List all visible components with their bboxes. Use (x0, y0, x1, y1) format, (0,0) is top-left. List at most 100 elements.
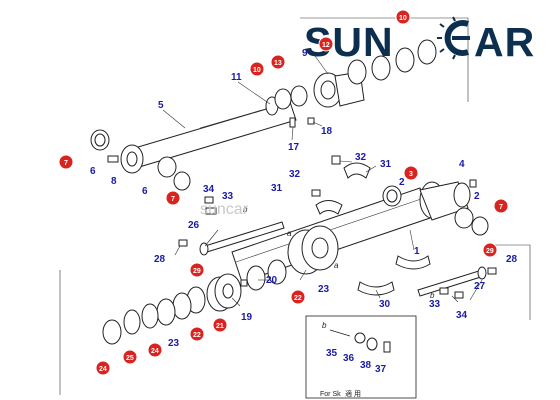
svg-text:22: 22 (294, 295, 302, 302)
fitting-8 (107, 155, 119, 163)
washer-33-left (204, 196, 214, 204)
svg-text:12: 12 (322, 42, 330, 49)
label-36: 36 (343, 353, 355, 364)
svg-text:21: 21 (216, 323, 224, 330)
label-2-right: 2 (474, 191, 480, 202)
badge-12: 12 (318, 36, 334, 52)
dust-seal-7 (173, 171, 191, 191)
inset-callout-b: b (322, 321, 327, 330)
bolt-34-right (454, 291, 464, 299)
suncar-logo: SUN AR (304, 16, 535, 65)
badge-21: 21 (212, 317, 228, 333)
label-35: 35 (326, 348, 338, 359)
ring-25 (123, 309, 141, 335)
svg-text:29: 29 (193, 268, 201, 275)
fitting-4 (469, 179, 477, 188)
inset-detail-box: b 適 用 (305, 315, 417, 399)
logo-text-ar: AR (474, 19, 535, 65)
ring-24-mid (141, 303, 159, 329)
bolt-17 (289, 117, 296, 128)
label-31-upper: 31 (380, 159, 392, 170)
pipe-27 (417, 266, 487, 297)
label-8: 8 (111, 176, 117, 187)
svg-text:29: 29 (486, 248, 494, 255)
label-28-left: 28 (154, 254, 166, 265)
label-26: 26 (188, 220, 200, 231)
screw-19b (240, 279, 248, 287)
seal-10-lower (274, 88, 292, 110)
label-34-left: 34 (203, 184, 215, 195)
bolt-32-upper (331, 155, 341, 165)
label-5: 5 (158, 100, 164, 111)
label-38: 38 (360, 360, 372, 371)
label-33-left: 33 (222, 191, 234, 202)
leader-lines (162, 55, 483, 307)
label-27: 27 (474, 281, 486, 292)
label-9: 9 (302, 48, 308, 59)
bushing-6-lower (157, 156, 177, 178)
frame-right (490, 244, 531, 320)
highlighted-seal-labels: 10 12 10 13 7 7 3 7 29 29 22 21 22 24 25… (58, 9, 509, 376)
bushing-2-right (454, 207, 474, 229)
clamp-30-right (395, 255, 431, 270)
badge-7-left: 7 (58, 154, 74, 170)
inset-caption-jp: 適 用 (345, 389, 361, 398)
svg-text:24: 24 (99, 366, 107, 373)
bushing-2-left-bore (386, 189, 398, 203)
ring-upper-a (371, 55, 391, 81)
seal-22-left (172, 292, 192, 320)
inset-caption-en: For Sk (320, 391, 341, 398)
label-33-right: 33 (429, 299, 441, 310)
badge-22-left: 22 (189, 326, 205, 342)
badge-25: 25 (122, 349, 138, 365)
badge-7-right: 7 (493, 198, 509, 214)
piston-23 (287, 225, 339, 275)
label-18: 18 (321, 126, 333, 137)
badge-29-left: 29 (189, 262, 205, 278)
label-2-left: 2 (399, 177, 405, 188)
label-20: 20 (266, 275, 278, 286)
label-32-lower: 32 (289, 169, 301, 180)
badge-24-left: 24 (95, 360, 111, 376)
label-6-left: 6 (90, 166, 96, 177)
badge-7-mid: 7 (165, 190, 181, 206)
seal-13 (290, 85, 308, 107)
ring-upper-c (417, 39, 437, 65)
seal-12 (347, 59, 367, 85)
ring-20 (246, 265, 266, 291)
badge-3: 3 (403, 165, 419, 181)
badge-29-right: 29 (482, 242, 498, 258)
ring-23 (156, 298, 176, 326)
seal-22-right (267, 259, 287, 285)
label-31-lower: 31 (271, 183, 283, 194)
svg-text:10: 10 (253, 67, 261, 74)
bolt-28-right (487, 267, 497, 275)
callout-a-left: a (287, 229, 292, 238)
bolt-32-lower (311, 189, 321, 197)
svg-text:7: 7 (499, 204, 503, 211)
part-number-labels: 5 11 9 17 18 6 8 6 32 31 4 32 34 33 31 2… (90, 48, 518, 375)
callout-a-right: a (334, 261, 339, 270)
piston-rod (120, 101, 297, 174)
label-28-right: 28 (506, 254, 518, 265)
label-6-right: 6 (142, 186, 148, 197)
svg-text:7: 7 (171, 196, 175, 203)
piston-nut-19 (206, 273, 242, 312)
badge-10-top: 10 (395, 9, 411, 25)
logo-c-ring-icon (437, 16, 470, 60)
callout-b-right: b (430, 291, 435, 300)
svg-text:10: 10 (399, 15, 407, 22)
label-32-upper: 32 (355, 152, 367, 163)
svg-text:22: 22 (193, 332, 201, 339)
ring-upper-b (395, 47, 415, 73)
svg-text:24: 24 (151, 348, 159, 355)
clamp-30-left (357, 281, 395, 296)
badge-13: 13 (270, 54, 286, 70)
badge-10-mid: 10 (249, 61, 265, 77)
frame-top-right (300, 17, 469, 102)
bushing-6-upper-bore (94, 133, 106, 147)
svg-text:3: 3 (409, 171, 413, 178)
watermark-text: suncar (200, 201, 249, 218)
bolt-34-left (205, 207, 217, 215)
